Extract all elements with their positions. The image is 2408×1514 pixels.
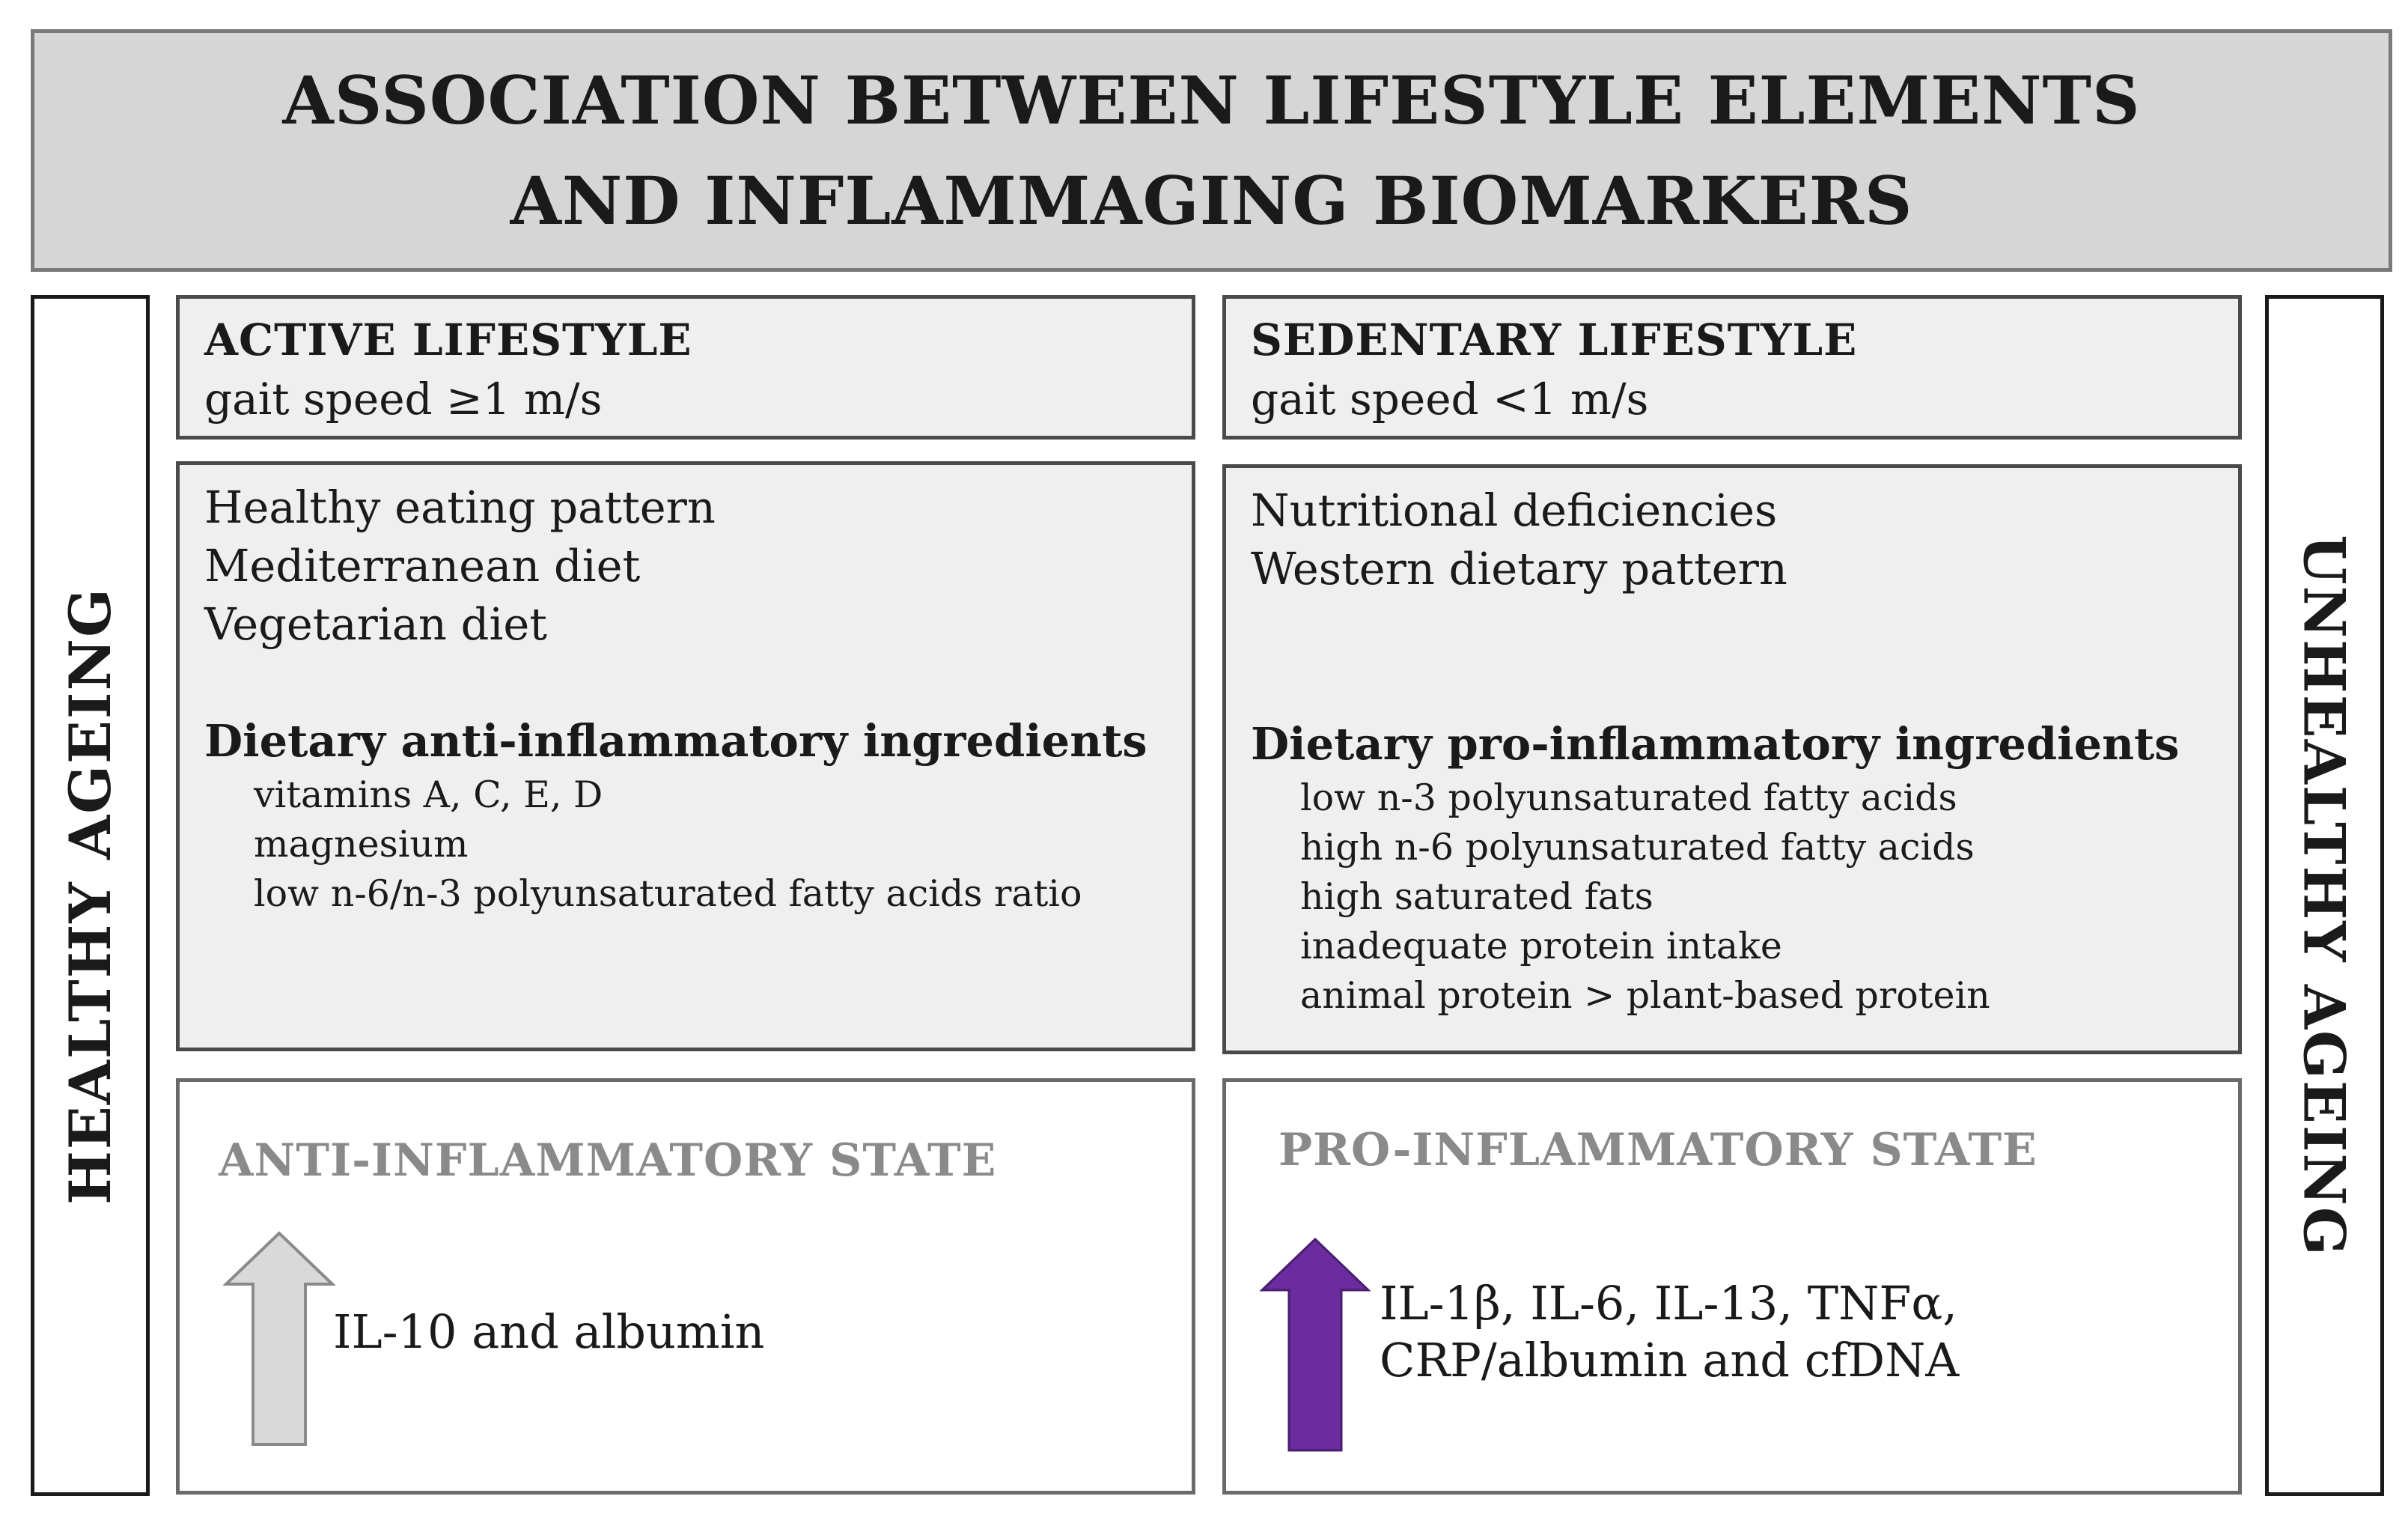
ingredient-item: vitamins A, C, E, D bbox=[254, 773, 603, 816]
diet-item: Healthy eating pattern bbox=[204, 481, 716, 533]
unhealthy-ageing-label: UNHEALTHY AGEING bbox=[2291, 534, 2359, 1257]
pro-inflammatory-state-title: PRO-INFLAMMATORY STATE bbox=[1278, 1124, 2037, 1176]
active-lifestyle-title: ACTIVE LIFESTYLE bbox=[204, 314, 692, 365]
ingredient-item: high saturated fats bbox=[1300, 875, 1653, 918]
arrow-up-light-icon bbox=[223, 1231, 335, 1446]
active-gait-speed: gait speed ≥1 m/s bbox=[204, 374, 603, 425]
ingredient-item: high n-6 polyunsaturated fatty acids bbox=[1300, 826, 1975, 869]
diet-item: Mediterranean diet bbox=[204, 540, 641, 592]
title-line-2: AND INFLAMMAGING BIOMARKERS bbox=[510, 162, 1913, 240]
title-line-1: ASSOCIATION BETWEEN LIFESTYLE ELEMENTS bbox=[282, 61, 2141, 139]
ingredient-item: magnesium bbox=[254, 823, 469, 866]
diagram-title: ASSOCIATION BETWEEN LIFESTYLE ELEMENTS A… bbox=[31, 29, 2392, 272]
anti-inflammatory-ingredients-heading: Dietary anti-inflammatory ingredients bbox=[204, 715, 1147, 767]
sedentary-lifestyle-title: SEDENTARY LIFESTYLE bbox=[1251, 314, 1858, 365]
healthy-ageing-label: HEALTHY AGEING bbox=[57, 586, 124, 1205]
active-diet-box: Healthy eating pattern Mediterranean die… bbox=[176, 461, 1195, 1051]
healthy-ageing-bar: HEALTHY AGEING bbox=[31, 295, 150, 1496]
ingredient-item: animal protein > plant-based protein bbox=[1300, 974, 1990, 1017]
ingredient-item: low n-3 polyunsaturated fatty acids bbox=[1300, 776, 1957, 819]
sedentary-lifestyle-box: SEDENTARY LIFESTYLE gait speed <1 m/s bbox=[1222, 295, 2242, 440]
pro-inflammatory-ingredients-heading: Dietary pro-inflammatory ingredients bbox=[1251, 718, 2180, 770]
sedentary-diet-box: Nutritional deficiencies Western dietary… bbox=[1222, 464, 2242, 1054]
arrow-up-purple-icon bbox=[1259, 1237, 1371, 1452]
marker-line: CRP/albumin and cfDNA bbox=[1380, 1333, 1960, 1387]
marker-line: IL-10 and albumin bbox=[333, 1304, 765, 1359]
anti-inflammatory-markers: IL-10 and albumin bbox=[333, 1304, 764, 1361]
unhealthy-ageing-bar: UNHEALTHY AGEING bbox=[2265, 295, 2384, 1496]
active-lifestyle-box: ACTIVE LIFESTYLE gait speed ≥1 m/s bbox=[176, 295, 1195, 440]
diet-item: Vegetarian diet bbox=[204, 598, 547, 650]
anti-inflammatory-state-title: ANTI-INFLAMMATORY STATE bbox=[219, 1134, 997, 1187]
pro-inflammatory-state-box: PRO-INFLAMMATORY STATE IL-1β, IL-6, IL-1… bbox=[1222, 1078, 2242, 1495]
ingredient-item: low n-6/n-3 polyunsaturated fatty acids … bbox=[254, 872, 1082, 915]
diet-item: Western dietary pattern bbox=[1251, 543, 1787, 595]
diet-item: Nutritional deficiencies bbox=[1251, 484, 1778, 536]
pro-inflammatory-markers: IL-1β, IL-6, IL-13, TNFα, CRP/albumin an… bbox=[1380, 1275, 1959, 1389]
sedentary-gait-speed: gait speed <1 m/s bbox=[1251, 374, 1649, 425]
marker-line: IL-1β, IL-6, IL-13, TNFα, bbox=[1380, 1276, 1957, 1331]
ingredient-item: inadequate protein intake bbox=[1300, 925, 1782, 967]
anti-inflammatory-state-box: ANTI-INFLAMMATORY STATE IL-10 and albumi… bbox=[176, 1078, 1195, 1495]
